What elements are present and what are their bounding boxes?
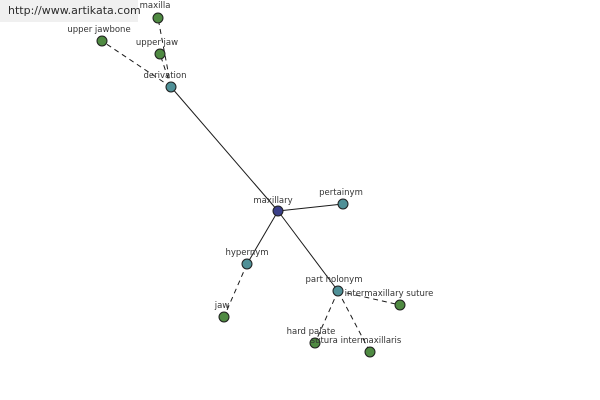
label-upper-jawbone: upper jawbone: [67, 25, 130, 35]
edge-part-holonym-to-sutura-intermaxillaris: [337, 290, 371, 353]
node-upper-jaw[interactable]: [154, 48, 166, 60]
edge-maxillary-to-derivation: [170, 86, 279, 212]
label-upper-jaw: upper jaw: [136, 38, 178, 48]
graph-nodes: [96, 12, 406, 358]
node-part-holonym[interactable]: [332, 285, 344, 297]
watermark-url: http://www.artikata.com: [0, 0, 141, 22]
edge-maxillary-to-part-holonym: [277, 210, 339, 292]
label-hypernym: hypernym: [225, 248, 268, 258]
node-upper-jawbone[interactable]: [96, 35, 108, 47]
label-sutura-intermaxillaris: sutura intermaxillaris: [311, 336, 402, 346]
edge-derivation-to-upper-jaw: [159, 53, 172, 88]
edge-part-holonym-to-hard-palate: [314, 290, 339, 344]
edge-maxillary-to-hypernym: [246, 210, 279, 265]
graph-labels: maxillary derivation pertainym hypernym part…: [67, 1, 433, 346]
label-jaw: jaw: [214, 301, 230, 311]
edge-derivation-to-upper-jawbone: [101, 40, 172, 88]
node-derivation[interactable]: [165, 81, 177, 93]
label-maxilla: maxilla: [140, 1, 171, 11]
label-pertainym: pertainym: [319, 188, 363, 198]
edge-derivation-to-maxilla: [157, 17, 172, 88]
label-derivation: derivation: [143, 71, 186, 81]
node-pertainym[interactable]: [337, 198, 349, 210]
graph-edges: [101, 17, 401, 353]
node-hard-palate[interactable]: [309, 337, 321, 349]
node-maxillary[interactable]: [272, 205, 284, 217]
edge-part-holonym-to-intermaxillary-suture: [337, 290, 401, 306]
label-maxillary: maxillary: [253, 196, 292, 206]
edge-hypernym-to-jaw: [223, 263, 248, 318]
label-part-holonym: part holonym: [306, 275, 363, 285]
node-intermaxillary-suture[interactable]: [394, 299, 406, 311]
node-hypernym[interactable]: [241, 258, 253, 270]
node-maxilla[interactable]: [152, 12, 164, 24]
node-sutura-intermaxillaris[interactable]: [364, 346, 376, 358]
edge-maxillary-to-pertainym: [277, 203, 344, 212]
label-hard-palate: hard palate: [287, 327, 336, 337]
label-intermaxillary-suture: intermaxillary suture: [345, 289, 434, 299]
node-jaw[interactable]: [218, 311, 230, 323]
